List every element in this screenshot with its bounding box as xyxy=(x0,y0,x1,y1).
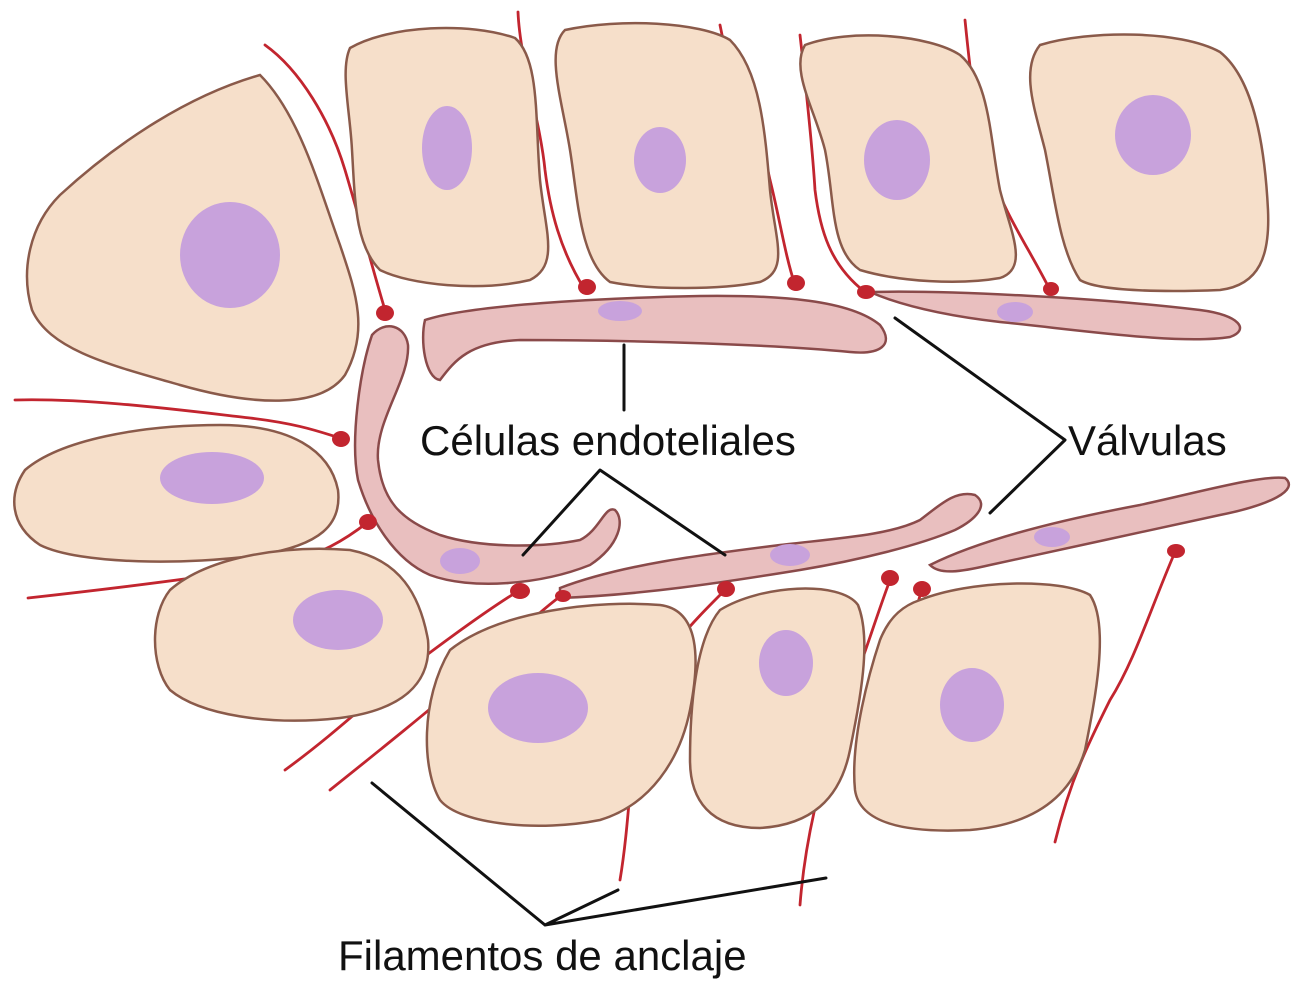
label-valves: Válvulas xyxy=(1068,420,1227,462)
tissue-cell xyxy=(14,425,338,562)
tissue-cell xyxy=(427,604,696,826)
tissue-cell xyxy=(27,75,358,401)
label-anchoring-filaments: Filamentos de anclaje xyxy=(338,935,747,977)
tissue-cell xyxy=(854,584,1100,831)
tissue-cell xyxy=(1030,35,1268,291)
tissue-cell xyxy=(346,28,549,286)
endothelial-cell xyxy=(870,292,1240,340)
leader-valves xyxy=(895,318,1065,513)
tissue-cell xyxy=(155,549,428,721)
tissue-cell xyxy=(690,589,864,828)
endothelial-cell xyxy=(423,296,886,380)
tissue-cell xyxy=(556,23,779,288)
leader-endothelial-bottom xyxy=(523,470,725,555)
label-endothelial-cells: Células endoteliales xyxy=(420,420,796,462)
endothelial-cell xyxy=(930,478,1289,572)
tissue-cell xyxy=(800,35,1016,281)
